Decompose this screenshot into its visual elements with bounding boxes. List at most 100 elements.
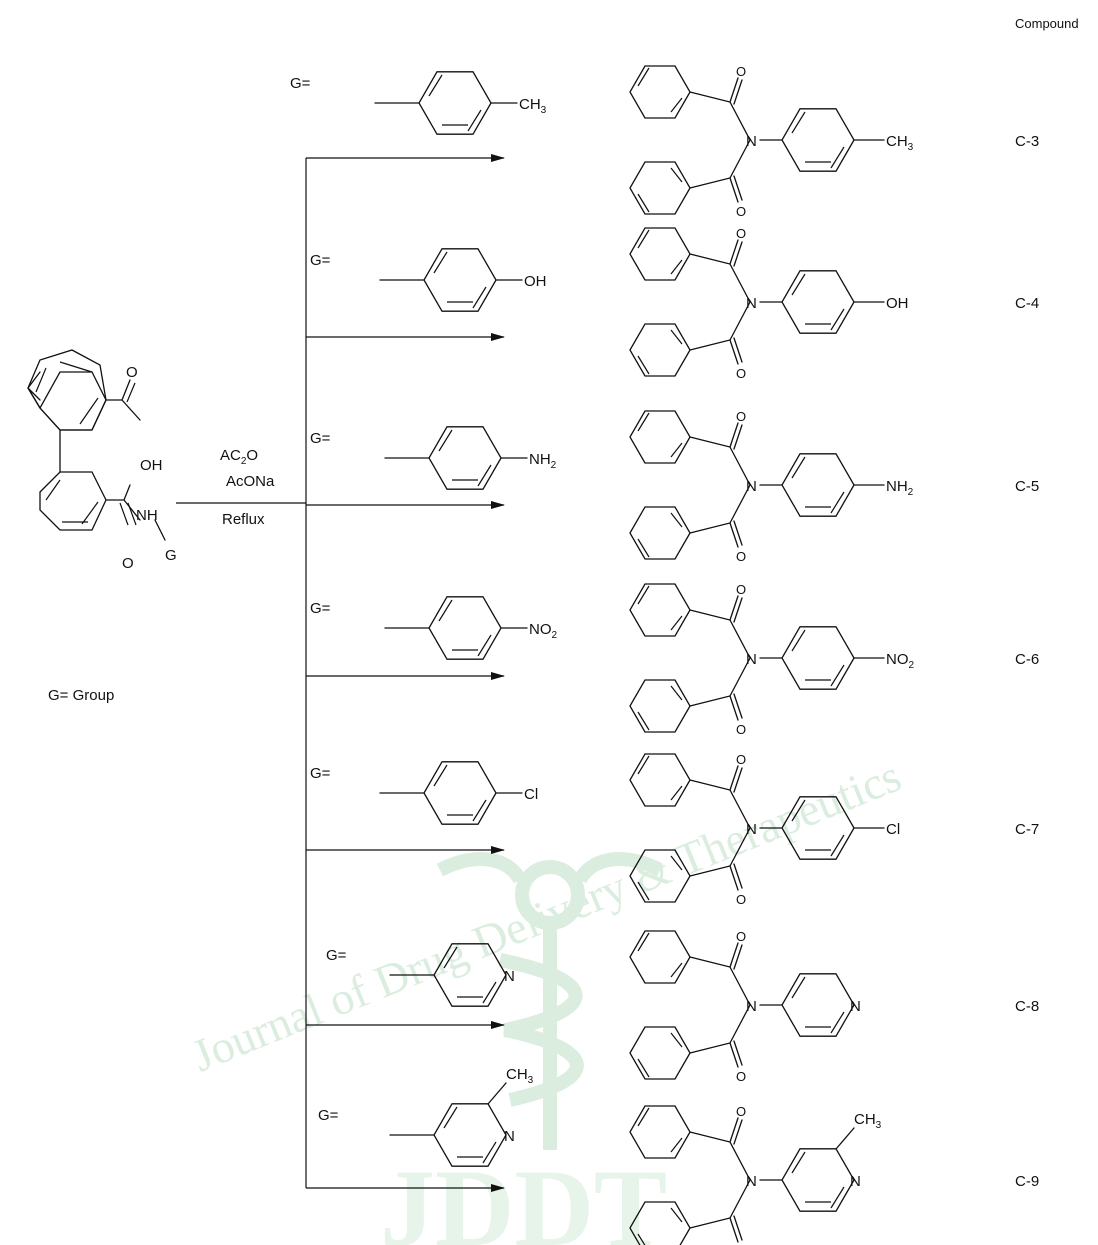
- group-prefix-label: G=: [310, 600, 331, 617]
- product-nitrogen-label: N: [746, 651, 757, 668]
- group-ring-double-bonds: [443, 1106, 497, 1164]
- reagent-acetic-anhydride: AC2O: [220, 447, 258, 467]
- product-bottom-oxygen-label: O: [736, 549, 746, 564]
- product-bottom-ring: [629, 1026, 691, 1080]
- product-bottom-oxygen-label: O: [736, 1069, 746, 1084]
- product-ring-double-bonds: [637, 67, 683, 213]
- product-aryl-double-bonds: [791, 799, 845, 857]
- product-ring-double-bonds: [637, 755, 683, 901]
- reaction-row-c-9: G=NCH3OONNCH3C-9: [306, 1066, 1039, 1245]
- carboxyl-oxygen-label: O: [126, 364, 138, 381]
- product-carbonyls: [729, 595, 743, 721]
- product-top-ring: [629, 1105, 691, 1159]
- product-bottom-oxygen-label: O: [736, 722, 746, 737]
- product-aryl-double-bonds: [791, 1151, 845, 1209]
- group-substituent-label: CH3: [519, 96, 547, 116]
- product-aryl-ring: [781, 626, 855, 690]
- product-nitrogen-label: N: [746, 998, 757, 1015]
- product-aryl-double-bonds: [791, 456, 845, 514]
- product-imide-ring: [689, 1131, 751, 1229]
- product-ring-double-bonds: [637, 412, 683, 558]
- product-bottom-oxygen-label: O: [736, 204, 746, 219]
- product-nitrogen-label: N: [746, 821, 757, 838]
- product-ring-double-bonds: [637, 1107, 683, 1245]
- group-substituent-label: Cl: [524, 786, 538, 803]
- product-carbonyls: [729, 422, 743, 548]
- product-top-oxygen-label: O: [736, 929, 746, 944]
- group-prefix-label: G=: [318, 1107, 339, 1124]
- group-prefix-label: G=: [310, 765, 331, 782]
- product-top-oxygen-label: O: [736, 752, 746, 767]
- group-prefix-label: G=: [310, 252, 331, 269]
- watermark-logo-text: JDDT: [380, 1147, 667, 1245]
- product-carbonyls: [729, 765, 743, 891]
- product-substituent-label: Cl: [886, 821, 900, 838]
- product-bottom-ring: [629, 323, 691, 377]
- product-substituent-label: OH: [886, 295, 909, 312]
- product-substituent-label: NH2: [886, 478, 914, 498]
- product-bottom-ring: [629, 161, 691, 215]
- product-imide-ring: [689, 253, 751, 351]
- compound-label: C-9: [1015, 1173, 1039, 1190]
- compound-label: C-6: [1015, 651, 1039, 668]
- group-prefix-label: G=: [290, 75, 311, 92]
- product-top-oxygen-label: O: [736, 226, 746, 241]
- compound-label: C-8: [1015, 998, 1039, 1015]
- group-ring-double-bonds: [438, 429, 492, 487]
- product-substituent-label: NO2: [886, 651, 915, 671]
- product-aryl-ring: [781, 796, 855, 860]
- product-aryl-ring: [781, 270, 855, 334]
- product-bottom-oxygen-label: O: [736, 366, 746, 381]
- group-legend: G= Group: [48, 687, 114, 704]
- product-aryl-ring: [781, 973, 855, 1037]
- group-ring-nitrogen-label: N: [504, 1128, 515, 1145]
- carboxyl-oh-label: OH: [140, 457, 163, 474]
- group-ring-nitrogen-label: N: [504, 968, 515, 985]
- product-imide-ring: [689, 91, 751, 189]
- reaction-conditions: AC2O AcONa Reflux: [176, 158, 307, 1188]
- product-aryl-ring: [781, 108, 855, 172]
- product-nitrogen-label: N: [746, 133, 757, 150]
- group-ring-double-bonds: [428, 74, 482, 132]
- product-top-oxygen-label: O: [736, 64, 746, 79]
- product-ring-double-bonds: [637, 932, 683, 1078]
- product-top-ring: [629, 227, 691, 281]
- product-bottom-oxygen-label: O: [736, 892, 746, 907]
- group-ring-double-bonds: [433, 764, 487, 822]
- product-carbonyls: [729, 77, 743, 203]
- product-ring-double-bonds: [637, 585, 683, 731]
- caduceus-icon: [436, 852, 664, 1150]
- product-ring-nitrogen-label: N: [850, 1173, 861, 1190]
- group-ring-double-bonds: [438, 599, 492, 657]
- reagent-sodium-acetate: AcONa: [226, 473, 275, 490]
- product-carbonyls: [729, 239, 743, 365]
- product-aryl-ring: [781, 453, 855, 517]
- product-carbonyls: [729, 1117, 743, 1243]
- product-top-ring: [629, 753, 691, 807]
- product-bottom-ring: [629, 1201, 691, 1245]
- reagent-reflux: Reflux: [222, 511, 265, 528]
- product-top-oxygen-label: O: [736, 582, 746, 597]
- product-bottom-ring: [629, 849, 691, 903]
- product-bottom-ring: [629, 506, 691, 560]
- product-carbonyls: [729, 942, 743, 1068]
- amide-g-label: G: [165, 547, 177, 564]
- product-ring-nitrogen-label: N: [850, 998, 861, 1015]
- group-ring-double-bonds: [443, 946, 497, 1004]
- group-substituent-label: NH2: [529, 451, 557, 471]
- group-substituent-label: NO2: [529, 621, 558, 641]
- product-imide-ring: [689, 956, 751, 1054]
- amide-nh-label: NH: [136, 507, 158, 524]
- product-top-ring: [629, 930, 691, 984]
- group-substituent-label: OH: [524, 273, 547, 290]
- compound-column-header: Compound: [1015, 16, 1079, 31]
- product-nitrogen-label: N: [746, 295, 757, 312]
- product-methyl-label: CH3: [854, 1111, 882, 1131]
- product-top-ring: [629, 583, 691, 637]
